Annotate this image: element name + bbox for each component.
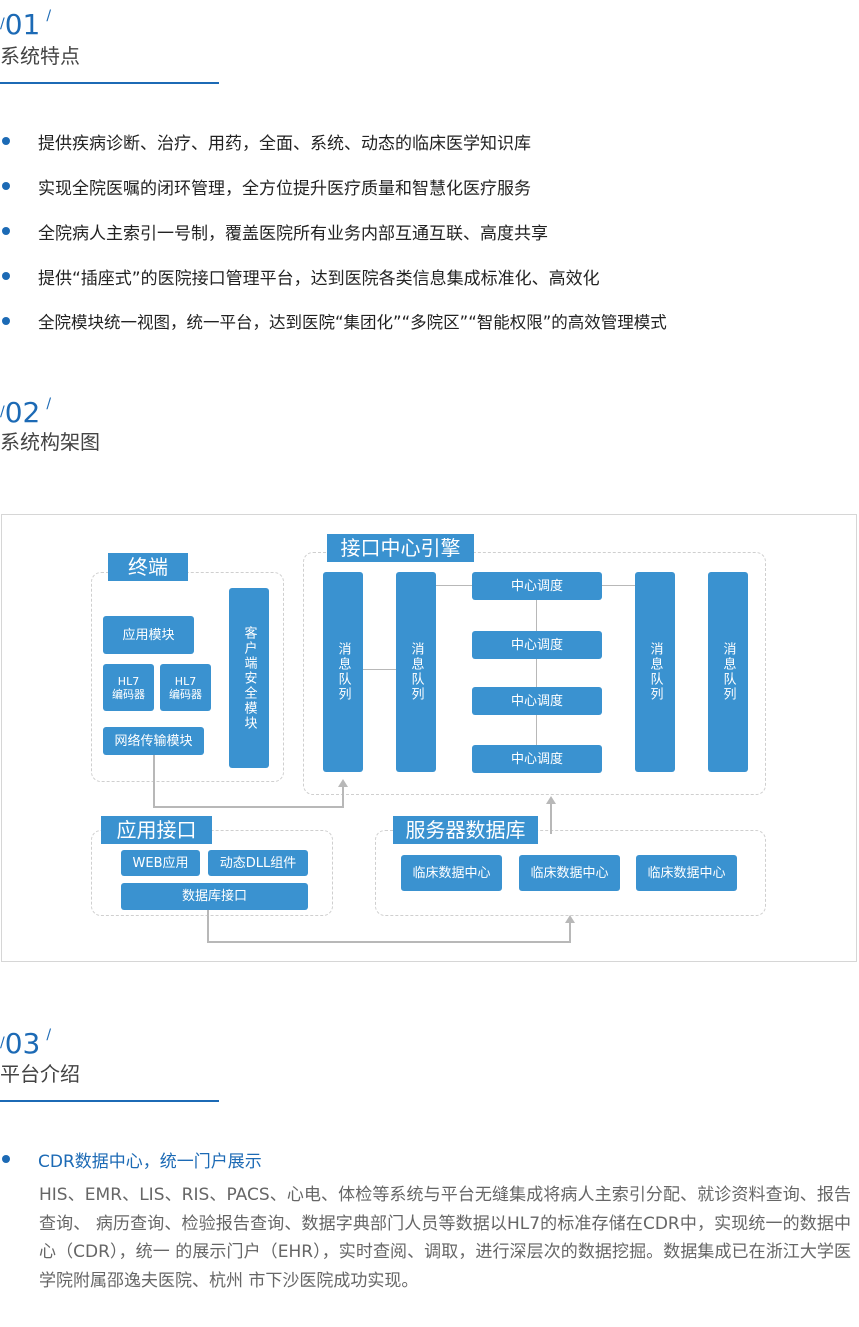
feature-item: 提供“插座式”的医院接口管理平台，达到医院各类信息集成标准化、高效化 [0,264,600,289]
connector-line [550,804,552,834]
engine-group [303,552,766,795]
dispatch-center-block: 中心调度 [472,687,602,715]
network-module-block: 网络传输模块 [103,727,204,755]
app-interface-group [91,830,333,916]
connector-line [153,754,155,808]
hl7-encoder-block: HL7 编码器 [103,664,154,711]
bullet-icon [2,137,10,145]
slash-decoration: / [0,404,5,420]
slash-decoration: / [0,1035,5,1051]
bullet-icon [2,182,10,190]
bullet-icon [2,317,10,325]
connector-line [362,669,398,670]
terminal-title: 终端 [108,553,188,581]
bullet-icon [2,272,10,280]
feature-item: 全院模块统一视图，统一平台，达到医院“集团化”“多院区”“智能权限”的高效管理模… [0,309,667,333]
section-title-platform: 平台介绍 [0,1062,80,1086]
hl7-encoder-block: HL7 编码器 [160,664,211,711]
slash-decoration: / [46,1027,52,1043]
message-queue-block: 消息队列 [323,572,363,772]
dispatch-center-block: 中心调度 [472,572,602,600]
section-divider [0,82,219,84]
section-title-features: 系统特点 [0,44,80,68]
clinical-data-center-block: 临床数据中心 [401,855,502,891]
clinical-data-center-block: 临床数据中心 [636,855,737,891]
message-queue-block: 消息队列 [708,572,748,772]
connector-line [601,585,637,586]
connector-line [435,585,473,586]
web-app-block: WEB应用 [121,850,200,876]
message-queue-block: 消息队列 [396,572,436,772]
platform-heading: CDR数据中心，统一门户展示 [0,1147,262,1172]
feature-item: 提供疾病诊断、治疗、用药，全面、系统、动态的临床医学知识库 [0,129,531,154]
section-divider [0,1100,219,1102]
connector-line [342,786,344,808]
arrow-up-icon [338,779,348,787]
slash-decoration: / [46,396,52,412]
section-title-architecture: 系统构架图 [0,430,100,454]
arrow-up-icon [565,915,575,923]
feature-item: 实现全院医嘱的闭环管理，全方位提升医疗质量和智慧化医疗服务 [0,174,531,199]
slash-decoration: / [0,16,5,32]
connector-line [207,941,571,943]
dll-component-block: 动态DLL组件 [208,850,308,876]
section-number-03: /03/ [0,1027,52,1060]
connector-line [207,910,209,943]
message-queue-block: 消息队列 [635,572,675,772]
app-module-block: 应用模块 [103,616,194,654]
section-number-01: /01/ [0,8,52,41]
dispatch-center-block: 中心调度 [472,745,602,773]
slash-decoration: / [46,8,52,24]
app-interface-title: 应用接口 [101,816,212,844]
section-number-02: /02/ [0,396,52,429]
engine-title: 接口中心引擎 [327,534,474,562]
server-db-title: 服务器数据库 [393,816,538,844]
connector-line [153,806,344,808]
feature-item: 全院病人主索引一号制，覆盖医院所有业务内部互通互联、高度共享 [0,219,548,244]
clinical-data-center-block: 临床数据中心 [519,855,620,891]
connector-line [536,598,537,746]
client-security-block: 客户端安全模块 [229,588,269,768]
bullet-icon [2,227,10,235]
arrow-up-icon [546,796,556,804]
bullet-icon [2,1155,10,1163]
db-interface-block: 数据库接口 [121,883,308,910]
platform-description: HIS、EMR、LIS、RIS、PACS、心电、体检等系统与平台无缝集成将病人主… [39,1185,851,1291]
connector-line [569,922,571,943]
dispatch-center-block: 中心调度 [472,631,602,659]
